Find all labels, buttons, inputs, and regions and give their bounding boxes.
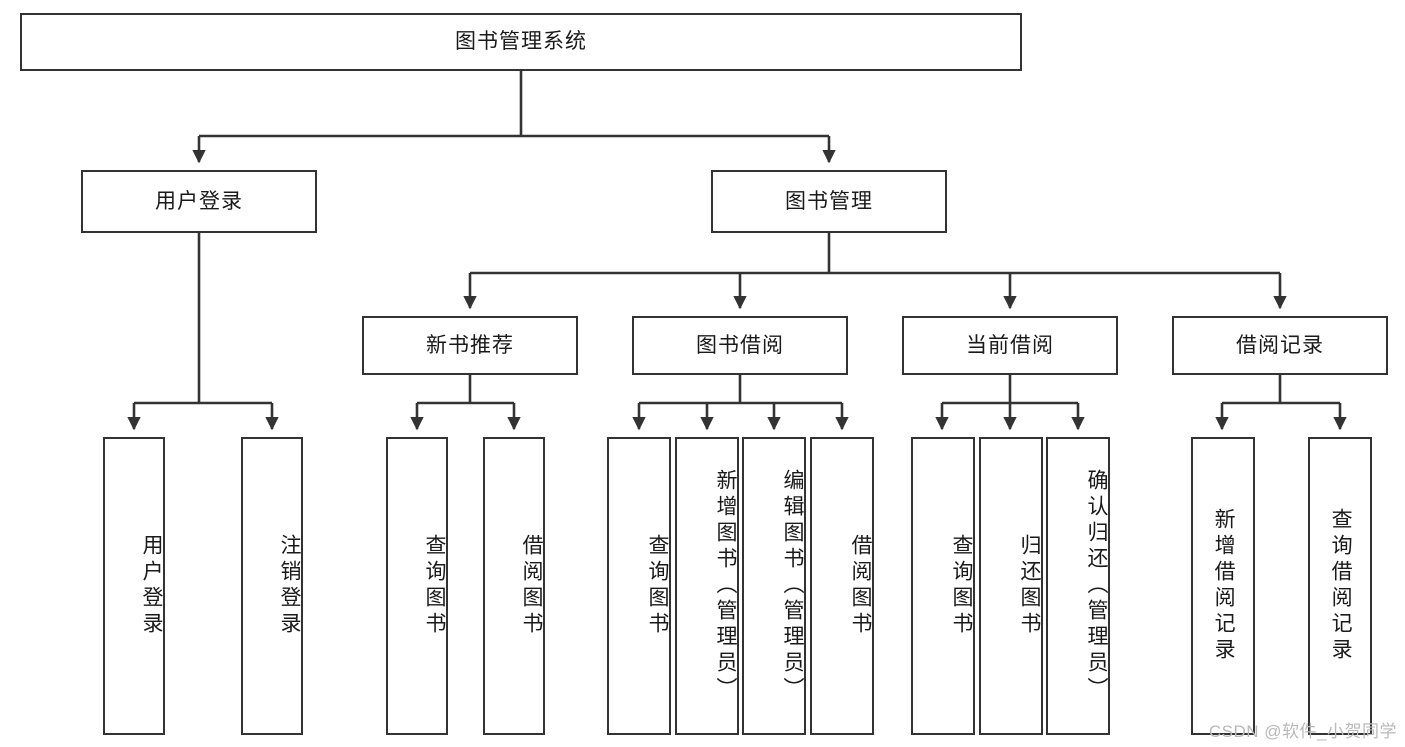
node-book-management[interactable]: 图书管理	[711, 170, 947, 233]
node-label: 新书推荐	[426, 333, 514, 357]
node-root-system[interactable]: 图书管理系统	[20, 13, 1022, 71]
node-leaf-query-borrow-record[interactable]: 查询借阅记录	[1308, 437, 1372, 735]
node-label: 新增图书（管理员）	[714, 469, 737, 703]
watermark-credit: CSDN @软件_小贺同学	[1208, 722, 1397, 741]
node-label: 图书管理	[785, 189, 873, 213]
node-label: 借阅图书	[520, 534, 543, 638]
node-label: 编辑图书（管理员）	[781, 469, 804, 703]
node-label: 用户登录	[155, 189, 243, 213]
node-label: 确认归还（管理员）	[1085, 469, 1108, 703]
node-user-login[interactable]: 用户登录	[81, 170, 317, 233]
node-label: 归还图书	[1018, 534, 1041, 638]
node-leaf-borrow-book-recommend[interactable]: 借阅图书	[483, 437, 545, 735]
node-book-borrow[interactable]: 图书借阅	[632, 316, 848, 375]
node-leaf-query-book-borrow[interactable]: 查询图书	[607, 437, 671, 735]
node-label: 图书管理系统	[455, 30, 587, 54]
node-label: 查询图书	[950, 534, 973, 638]
node-label: 查询图书	[423, 534, 446, 638]
node-new-book-recommend[interactable]: 新书推荐	[362, 316, 578, 375]
node-label: 借阅图书	[849, 534, 872, 638]
node-label: 查询图书	[646, 534, 669, 638]
node-label: 查询借阅记录	[1329, 508, 1353, 664]
node-leaf-logout[interactable]: 注销登录	[241, 437, 303, 735]
node-label: 图书借阅	[696, 333, 784, 357]
node-leaf-user-login[interactable]: 用户登录	[103, 437, 165, 735]
node-current-borrow[interactable]: 当前借阅	[902, 316, 1118, 375]
node-leaf-borrow-book[interactable]: 借阅图书	[810, 437, 874, 735]
node-label: 当前借阅	[966, 333, 1054, 357]
node-label: 借阅记录	[1236, 333, 1324, 357]
node-borrow-record[interactable]: 借阅记录	[1172, 316, 1388, 375]
node-leaf-query-book-recommend[interactable]: 查询图书	[386, 437, 448, 735]
node-label: 注销登录	[278, 534, 301, 638]
node-leaf-confirm-return-admin[interactable]: 确认归还（管理员）	[1046, 437, 1110, 735]
node-label: 用户登录	[140, 534, 163, 638]
node-leaf-edit-book-admin[interactable]: 编辑图书（管理员）	[742, 437, 806, 735]
node-leaf-add-book-admin[interactable]: 新增图书（管理员）	[675, 437, 739, 735]
node-leaf-query-book-current[interactable]: 查询图书	[911, 437, 975, 735]
node-label: 新增借阅记录	[1212, 508, 1236, 664]
node-leaf-add-borrow-record[interactable]: 新增借阅记录	[1191, 437, 1255, 735]
node-leaf-return-book[interactable]: 归还图书	[979, 437, 1043, 735]
